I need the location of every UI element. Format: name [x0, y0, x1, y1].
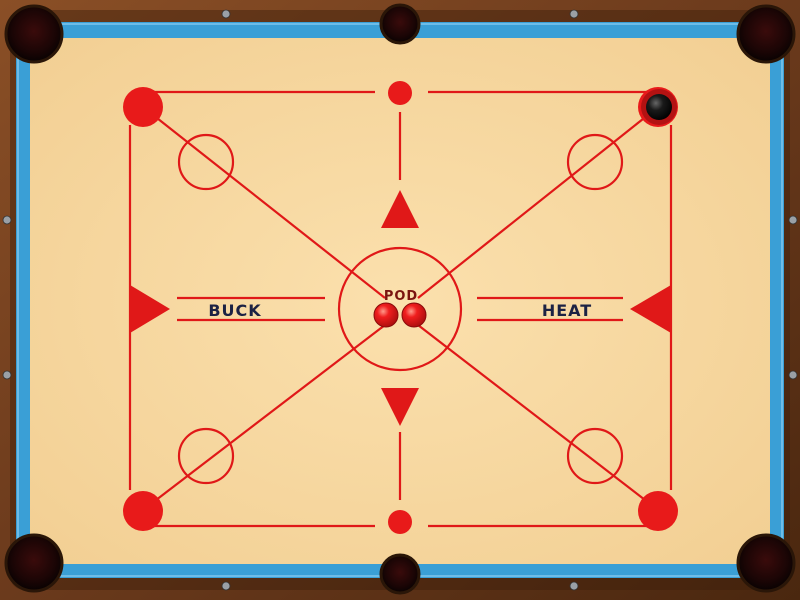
center-circle [337, 246, 463, 372]
arrow-triangle-left-side-icon [130, 285, 170, 333]
screw-icon [221, 581, 231, 591]
arrow-triangle-down-icon [381, 388, 419, 426]
left-zone-label: BUCK [208, 301, 261, 320]
frame-screws [2, 9, 798, 591]
pocket-bottom-right-icon[interactable] [736, 533, 796, 593]
center-dot-top [388, 81, 412, 105]
arrow-circle-top-left [177, 133, 235, 191]
board-markings [128, 90, 673, 528]
arrow-triangles [130, 190, 671, 426]
coins [373, 302, 427, 328]
screw-icon [788, 215, 798, 225]
red-coin-icon[interactable] [401, 302, 427, 328]
screw-icon [788, 370, 798, 380]
corner-dot-top-left [123, 87, 163, 127]
diagonal-top-right [417, 106, 659, 299]
black-striker-icon[interactable] [646, 94, 672, 120]
right-zone-label: HEAT [542, 301, 592, 320]
corner-dot-bottom-right [638, 491, 678, 531]
center-dot-bottom [388, 510, 412, 534]
diagonal-bottom-right [417, 324, 659, 511]
arrow-triangle-right-side-icon [630, 285, 671, 333]
screw-icon [221, 9, 231, 19]
pocket-top-right-icon[interactable] [736, 4, 796, 64]
arrow-triangle-up-icon [381, 190, 419, 228]
diagonal-top-left [142, 106, 386, 299]
screw-icon [2, 215, 12, 225]
arrow-circle-top-right [566, 133, 624, 191]
red-coin-icon[interactable] [373, 302, 399, 328]
screw-icon [2, 370, 12, 380]
pocket-bottom-center-icon[interactable] [379, 553, 421, 595]
diagonal-bottom-left [142, 324, 386, 511]
playing-surface [30, 38, 770, 564]
screw-icon [569, 581, 579, 591]
corner-dot-bottom-left [123, 491, 163, 531]
arrow-circle-bottom-right [566, 427, 624, 485]
pocket-bottom-left-icon[interactable] [4, 533, 64, 593]
center-zone-label: POD [384, 289, 418, 304]
pocket-top-left-icon[interactable] [4, 4, 64, 64]
pockets [4, 3, 796, 595]
screw-icon [569, 9, 579, 19]
pocket-top-center-icon[interactable] [379, 3, 421, 45]
arrow-circle-bottom-left [177, 427, 235, 485]
striker[interactable] [641, 89, 677, 125]
